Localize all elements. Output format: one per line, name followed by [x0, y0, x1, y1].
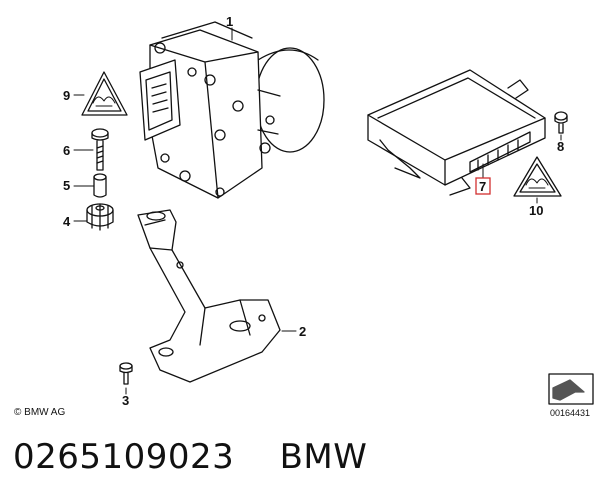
- rubber-mount-part-4: [86, 203, 114, 231]
- callout-9: 9: [63, 88, 70, 103]
- parts-diagram: 1 9 6 5 4 2 3 7 8 10 © BMW AG 00164431: [14, 14, 594, 418]
- callout-7: 7: [479, 179, 486, 194]
- highlighted-callout-box: [475, 177, 491, 195]
- callout-5: 5: [63, 178, 70, 193]
- part-number: 0265109023: [13, 437, 235, 477]
- callout-6: 6: [63, 143, 70, 158]
- bolt-part-6: [91, 128, 109, 171]
- copyright-text: © BMW AG: [14, 407, 65, 418]
- warning-triangle-part-9: [81, 71, 128, 116]
- bracket-part-2: [137, 209, 281, 383]
- screw-part-8: [554, 111, 568, 134]
- callout-8: 8: [557, 139, 564, 154]
- control-unit-part-7: [367, 69, 546, 196]
- diagram-corner-arrow-icon: [548, 373, 594, 405]
- callout-2: 2: [299, 324, 306, 339]
- callout-10: 10: [529, 203, 543, 218]
- sleeve-part-5: [93, 173, 107, 198]
- leader-lines: [73, 27, 562, 395]
- document-number: 00164431: [550, 408, 590, 418]
- callout-1: 1: [226, 14, 233, 29]
- warning-triangle-part-10: [513, 156, 562, 197]
- hydraulic-unit-part: [139, 21, 325, 199]
- brand-name: BMW: [279, 437, 368, 477]
- callout-4: 4: [63, 214, 71, 229]
- callout-3: 3: [122, 393, 129, 408]
- screw-part-3: [119, 362, 133, 385]
- part-caption: 0265109023 BMW: [13, 437, 367, 477]
